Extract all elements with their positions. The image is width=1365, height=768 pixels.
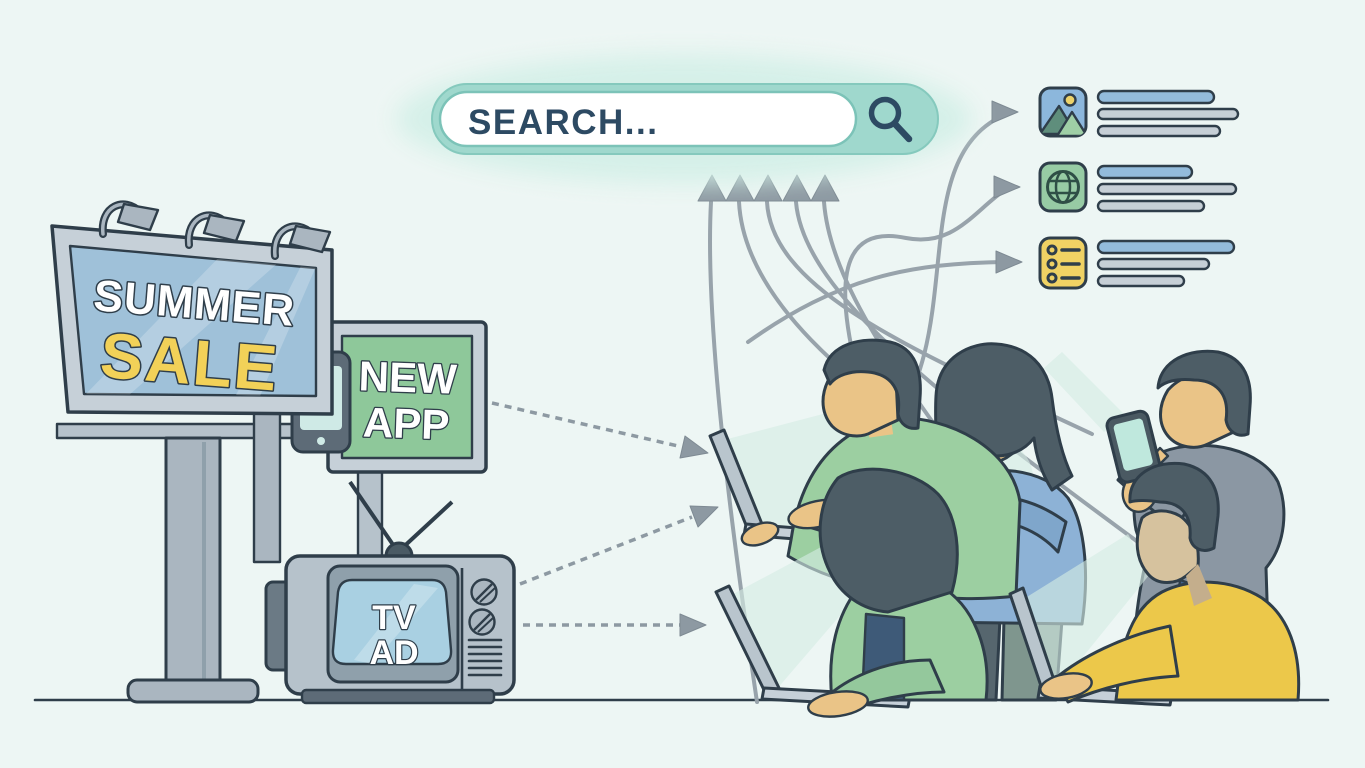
billboard-line2: SALE: [98, 319, 282, 405]
result-line: [1096, 182, 1238, 196]
billboard: SUMMER SALE: [50, 200, 334, 416]
result-line: [1096, 124, 1222, 138]
right-arrowhead: [993, 175, 1021, 199]
result-line: [1096, 257, 1211, 271]
search-text: SEARCH...: [468, 103, 658, 142]
flow-lines-to-results: [746, 100, 1023, 434]
right-arrowhead: [995, 250, 1023, 274]
search-input[interactable]: [438, 90, 858, 148]
result-line: [1096, 89, 1216, 105]
up-arrowhead: [753, 174, 783, 202]
up-arrowhead: [782, 174, 812, 202]
magnifier-icon[interactable]: [868, 96, 913, 143]
result-line: [1096, 274, 1186, 288]
tv-knob-icon: [470, 578, 498, 606]
tv-screen: [331, 578, 453, 666]
right-arrowhead: [991, 100, 1019, 124]
up-arrowhead: [725, 174, 755, 202]
billboard-supports: [55, 410, 299, 704]
result-line: [1096, 199, 1206, 213]
result-row: [1038, 236, 1236, 290]
result-line: [1096, 164, 1194, 180]
search-results: [1038, 86, 1240, 290]
tv-set: TV AD: [264, 480, 516, 705]
tv-line2: AD: [369, 634, 418, 672]
lamp-icon: [270, 222, 332, 260]
search-bar[interactable]: SEARCH...: [396, 55, 972, 183]
billboard-screen: [68, 244, 318, 398]
smartphone-icon: [1105, 409, 1162, 484]
tv-speaker-grille: [467, 638, 503, 677]
result-row: [1038, 86, 1240, 138]
app-sign-line2: APP: [362, 398, 450, 448]
app-sign-panel: [340, 334, 474, 460]
person-woman-laptop-sitting: [714, 467, 989, 718]
up-arrowhead: [810, 174, 840, 202]
up-arrowhead: [697, 174, 727, 202]
tv-line1: TV: [372, 599, 416, 637]
person-man-laptop-sitting: [1008, 461, 1301, 707]
app-sign-line1: NEW: [358, 352, 458, 402]
result-line: [1096, 107, 1240, 121]
lamp-icon: [184, 211, 246, 249]
result-row: [1038, 161, 1238, 213]
tv-knob-icon: [468, 608, 496, 636]
lamp-icon: [98, 200, 160, 238]
ad-to-people-arrows: [491, 401, 719, 637]
result-line: [1096, 239, 1236, 255]
billboard-lamps: [98, 200, 332, 260]
